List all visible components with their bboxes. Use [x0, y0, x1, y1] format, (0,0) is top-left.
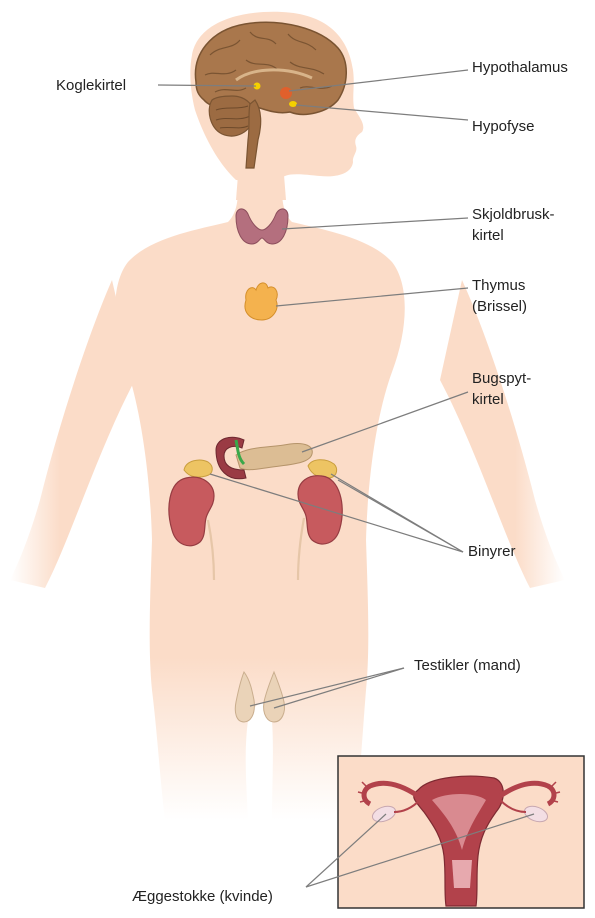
- leader-thyroid: [282, 218, 468, 229]
- thymus-gland: [245, 283, 277, 320]
- label-thyroid-line1: Skjoldbrusk-: [472, 204, 555, 225]
- label-pituitary: Hypofyse: [472, 116, 535, 137]
- cervix: [452, 860, 472, 888]
- label-hypothalamus: Hypothalamus: [472, 57, 568, 78]
- label-adrenals: Binyrer: [468, 541, 516, 562]
- label-pancreas-line1: Bugspyt-: [472, 368, 531, 389]
- label-pineal-gland: Koglekirtel: [56, 75, 126, 96]
- left-adrenal-gland: [184, 460, 212, 477]
- label-thymus-line1: Thymus: [472, 275, 525, 296]
- label-pancreas-line2: kirtel: [472, 389, 504, 410]
- uterus-inset: [338, 756, 584, 908]
- label-ovaries: Æggestokke (kvinde): [132, 886, 273, 907]
- cerebellum: [209, 96, 254, 136]
- pituitary-gland: [289, 101, 297, 107]
- left-arm: [10, 280, 135, 588]
- label-thyroid-line2: kirtel: [472, 225, 504, 246]
- label-thymus-line2: (Brissel): [472, 296, 527, 317]
- label-testes: Testikler (mand): [414, 655, 521, 676]
- hypothalamus-marker: [280, 87, 292, 99]
